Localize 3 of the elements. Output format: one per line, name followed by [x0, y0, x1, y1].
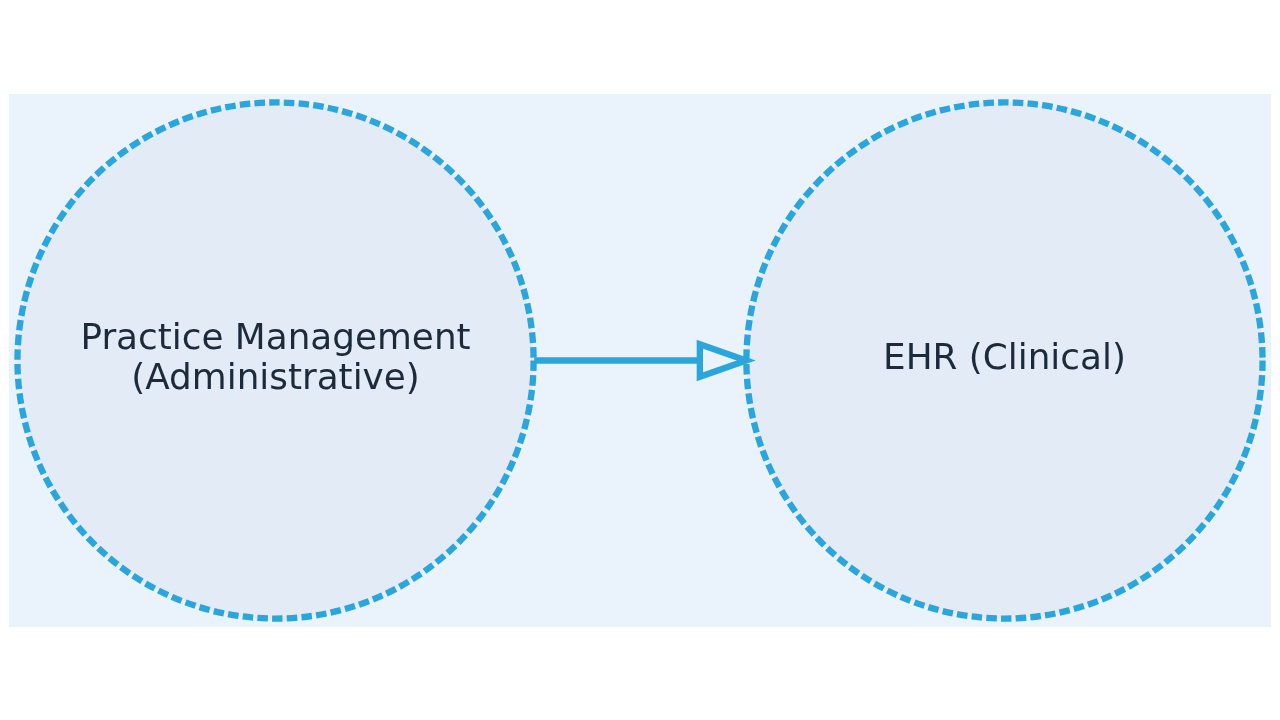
node-circle: Practice Management (Administrative)	[14, 98, 537, 622]
node-circle: EHR (Clinical)	[743, 98, 1266, 622]
arrow	[534, 339, 756, 381]
